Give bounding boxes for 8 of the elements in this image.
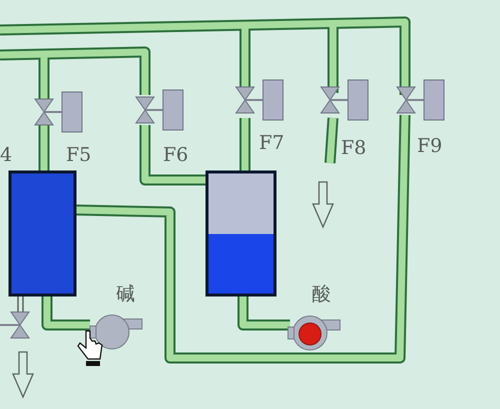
pump-label: 碱 bbox=[116, 285, 135, 304]
valve-label: F9 bbox=[417, 137, 442, 156]
valve-label: F8 bbox=[341, 139, 366, 158]
valve-label: F5 bbox=[66, 146, 92, 165]
valve-label: F6 bbox=[163, 146, 188, 165]
valve-label: F7 bbox=[259, 134, 284, 153]
pump-label: 酸 bbox=[312, 285, 331, 304]
valve-label: 4 bbox=[0, 146, 12, 165]
